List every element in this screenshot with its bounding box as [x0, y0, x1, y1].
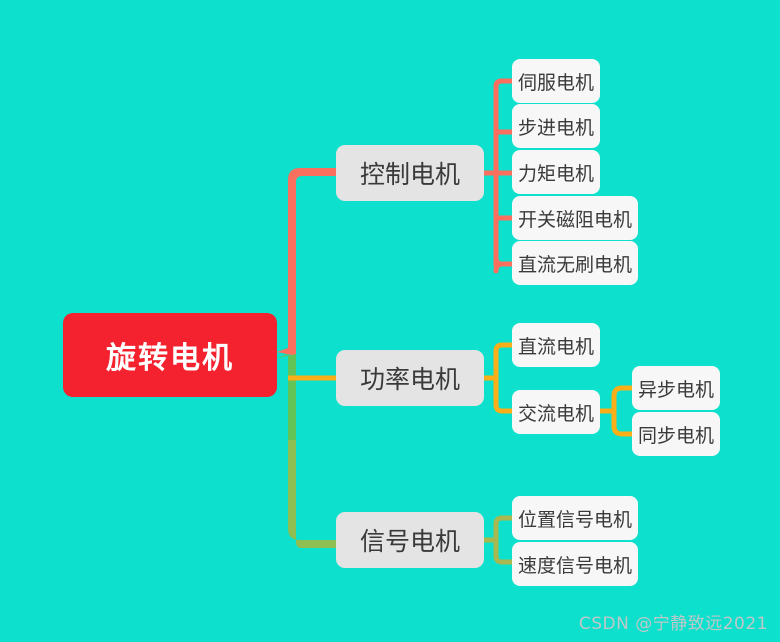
node-synchronous-motor[interactable]: 同步电机: [632, 412, 720, 456]
node-brushless-dc-motor-label: 直流无刷电机: [517, 253, 632, 276]
connector-ac-children: [597, 385, 635, 437]
node-speed-signal-motor[interactable]: 速度信号电机: [512, 542, 638, 586]
node-dc-motor[interactable]: 直流电机: [512, 323, 600, 367]
node-position-signal-motor-label: 位置信号电机: [517, 508, 632, 531]
connector-power-children: [481, 342, 515, 414]
node-root-label: 旋转电机: [106, 341, 234, 376]
node-ac-motor[interactable]: 交流电机: [512, 390, 600, 434]
node-switched-reluctance-motor-label: 开关磁阻电机: [517, 208, 632, 231]
node-switched-reluctance-motor[interactable]: 开关磁阻电机: [512, 196, 638, 240]
node-synchronous-motor-label: 同步电机: [637, 424, 714, 447]
node-asynchronous-motor[interactable]: 异步电机: [632, 366, 720, 410]
node-stepper-motor[interactable]: 步进电机: [512, 104, 600, 148]
node-dc-motor-label: 直流电机: [517, 335, 594, 358]
trunk-control-branch: [277, 168, 338, 356]
node-control-motor[interactable]: 控制电机: [336, 145, 484, 201]
node-signal-motor-label: 信号电机: [359, 527, 460, 556]
node-asynchronous-motor-label: 异步电机: [637, 378, 714, 401]
node-stepper-motor-label: 步进电机: [517, 116, 594, 139]
node-torque-motor-label: 力矩电机: [517, 162, 594, 185]
connector-control-corner-bottom: [493, 173, 512, 267]
node-signal-motor[interactable]: 信号电机: [336, 512, 484, 568]
watermark-text: CSDN @宁静致远2021: [578, 614, 768, 634]
connector-control-corner-top: [493, 78, 512, 173]
node-servo-motor[interactable]: 伺服电机: [512, 59, 600, 103]
node-servo-motor-label: 伺服电机: [517, 71, 594, 94]
node-position-signal-motor[interactable]: 位置信号电机: [512, 496, 638, 540]
connector-signal-children: [481, 515, 515, 565]
trunk-signal-branch-tint: [288, 440, 338, 548]
node-power-motor-label: 功率电机: [359, 365, 460, 394]
node-control-motor-label: 控制电机: [359, 160, 460, 189]
node-speed-signal-motor-label: 速度信号电机: [517, 554, 632, 577]
node-power-motor[interactable]: 功率电机: [336, 350, 484, 406]
node-torque-motor[interactable]: 力矩电机: [512, 150, 600, 194]
node-brushless-dc-motor[interactable]: 直流无刷电机: [512, 241, 638, 285]
node-root[interactable]: 旋转电机: [63, 313, 277, 397]
trunk-signal-branch: [277, 354, 338, 548]
node-ac-motor-label: 交流电机: [517, 402, 594, 425]
